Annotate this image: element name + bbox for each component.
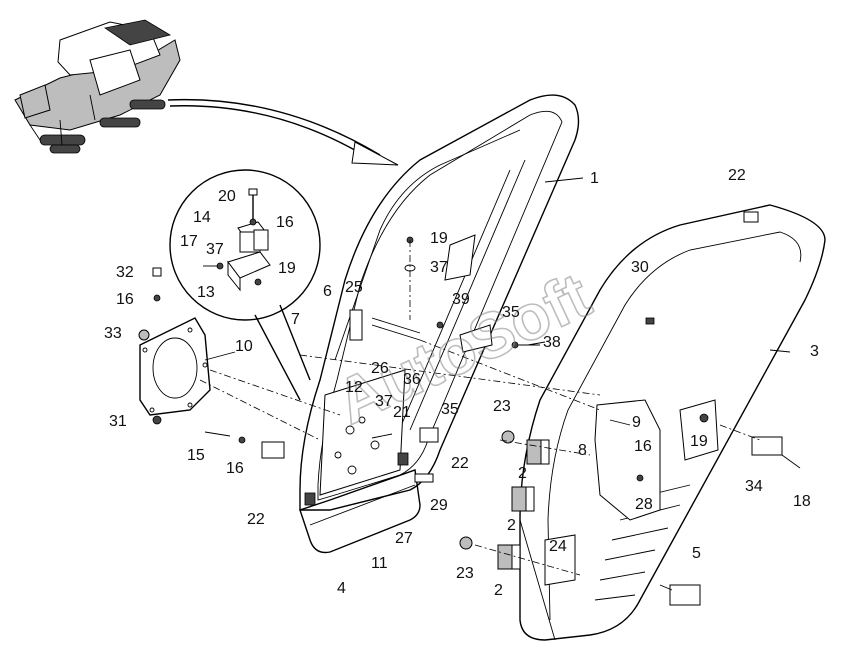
callout-4: 4 [337,580,346,597]
callout-33: 33 [104,325,122,342]
door-panel [519,204,826,641]
callout-37: 37 [206,241,224,258]
callout-38: 38 [543,334,561,351]
callout-37: 37 [430,259,448,276]
callout-36: 36 [403,371,421,388]
callout-23: 23 [456,565,474,582]
callout-16: 16 [276,214,294,231]
callout-20: 20 [218,188,236,205]
callout-13: 13 [197,284,215,301]
door-frame [299,94,580,554]
callout-2: 2 [518,465,527,482]
callout-16: 16 [116,291,134,308]
callout-26: 26 [371,360,389,377]
callout-16: 16 [226,460,244,477]
callout-24: 24 [549,538,567,555]
callout-29: 29 [430,497,448,514]
machine-thumbnail [14,19,181,154]
flange-plate [138,267,211,425]
leader-line-1 [544,177,584,183]
callout-22: 22 [451,455,469,472]
callout-27: 27 [395,530,413,547]
callout-35: 35 [441,401,459,418]
callout-23: 23 [493,398,511,415]
callout-34: 34 [745,478,763,495]
callout-39: 39 [452,291,470,308]
callout-31: 31 [109,413,127,430]
callout-19: 19 [430,230,448,247]
detail-inset [169,169,321,401]
callout-18: 18 [793,493,811,510]
fasteners [204,211,801,606]
callout-37: 37 [375,393,393,410]
location-arrow [167,98,399,166]
callout-3: 3 [810,343,819,360]
callout-22: 22 [728,167,746,184]
callout-25: 25 [345,279,363,296]
callout-19: 19 [690,433,708,450]
hinges [497,439,550,570]
callout-21: 21 [393,404,411,421]
callout-10: 10 [235,338,253,355]
callout-9: 9 [632,414,641,431]
callout-15: 15 [187,447,205,464]
callout-2: 2 [494,582,503,599]
callout-1: 1 [590,170,599,187]
callout-11: 11 [371,555,388,572]
callout-6: 6 [323,283,332,300]
callout-2: 2 [507,517,516,534]
callout-16: 16 [634,438,652,455]
callout-12: 12 [345,379,363,396]
callout-17: 17 [180,233,198,250]
callout-22: 22 [247,511,265,528]
callout-8: 8 [578,442,587,459]
callout-14: 14 [193,209,211,226]
callout-35: 35 [502,304,520,321]
callout-5: 5 [692,545,701,562]
callout-28: 28 [635,496,653,513]
assembly-lines [199,240,761,576]
callout-7: 7 [291,311,300,328]
callout-30: 30 [631,259,649,276]
callout-19: 19 [278,260,296,277]
callout-32: 32 [116,264,134,281]
